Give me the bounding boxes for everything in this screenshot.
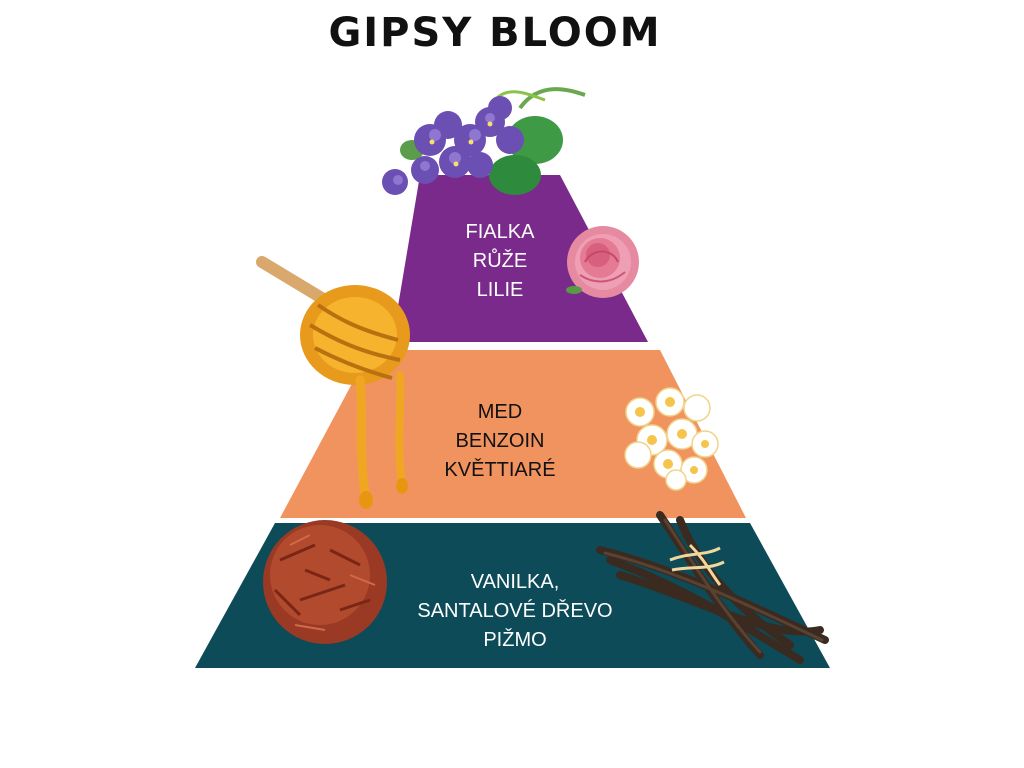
tier-middle-notes: MED BENZOIN KVĚTTIARÉ (400, 398, 600, 485)
tier-top-shape (392, 175, 648, 342)
frangipani-flowers-icon (624, 387, 719, 491)
page-title: GIPSY BLOOM (328, 10, 662, 56)
note-label: VANILKA, (470, 571, 560, 593)
note-label: SANTALOVÉ DŘEVO (417, 600, 613, 622)
note-label: LILIE (476, 279, 524, 301)
note-label: PIŽMO (483, 629, 547, 651)
honey-dipper-icon (256, 256, 410, 509)
note-label: KVĚTTIARÉ (444, 459, 556, 481)
violet-flowers-icon (382, 87, 586, 195)
vanilla-pods-icon (596, 511, 829, 664)
note-label: BENZOIN (455, 430, 545, 452)
note-label: FIALKA (465, 221, 535, 243)
tier-base-notes: VANILKA, SANTALOVÉ DŘEVO PIŽMO (385, 568, 645, 655)
sandalwood-chips-icon (263, 520, 387, 644)
rose-icon (566, 226, 639, 298)
tier-top-notes: FIALKA RŮŽE LILIE (420, 218, 580, 305)
note-label: RŮŽE (472, 250, 528, 272)
note-label: MED (477, 401, 523, 423)
